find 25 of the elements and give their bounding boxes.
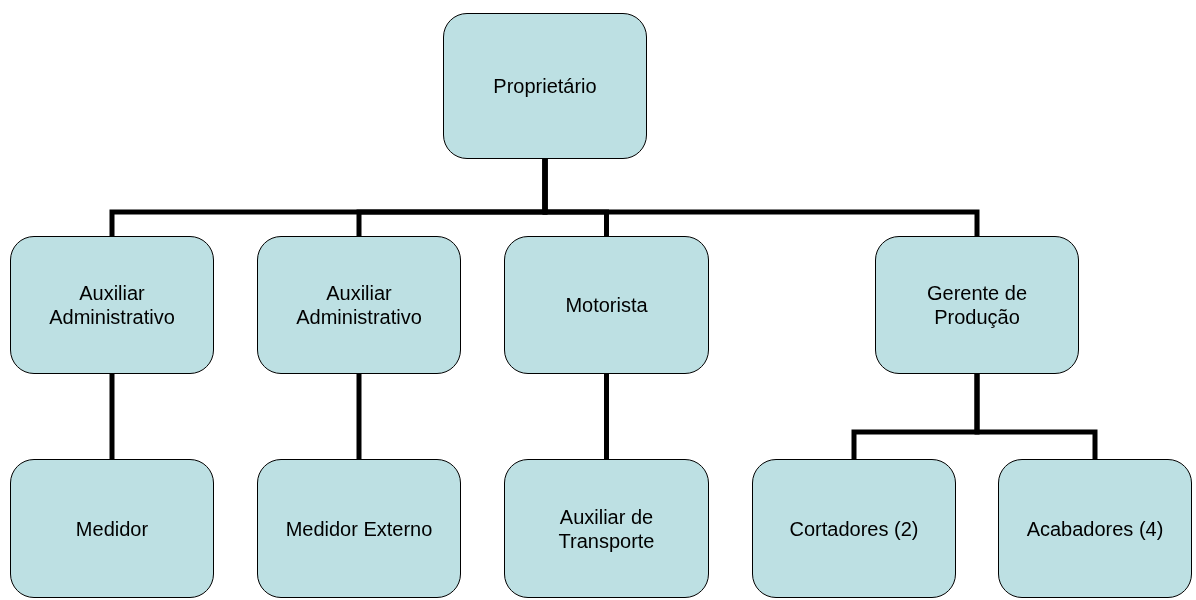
connector-line xyxy=(542,159,980,236)
role-label: Proprietário xyxy=(492,74,598,98)
role-label: Motorista xyxy=(564,293,649,317)
role-label: Auxiliar Administrativo xyxy=(295,281,423,329)
connector-line xyxy=(604,374,609,459)
connector-line xyxy=(974,374,1098,459)
role-label: Auxiliar Administrativo xyxy=(48,281,176,329)
connector-line xyxy=(356,374,362,459)
role-box xyxy=(998,459,1192,598)
connector-line xyxy=(109,374,115,459)
role-label: Medidor Externo xyxy=(284,516,434,541)
role-box xyxy=(504,236,709,374)
role-label: Cortadores (2) xyxy=(788,516,920,541)
role-label: Auxiliar de Transporte xyxy=(557,504,656,553)
role-label: Medidor xyxy=(74,516,150,541)
role-box xyxy=(257,236,461,374)
role-box xyxy=(10,459,214,598)
role-box xyxy=(10,236,214,374)
role-box xyxy=(504,459,709,598)
role-box xyxy=(875,236,1079,374)
role-box xyxy=(752,459,956,598)
role-label: Gerente de Produção xyxy=(925,281,1029,329)
role-box xyxy=(257,459,461,598)
role-box xyxy=(443,13,647,159)
role-label: Acabadores (4) xyxy=(1025,516,1165,541)
